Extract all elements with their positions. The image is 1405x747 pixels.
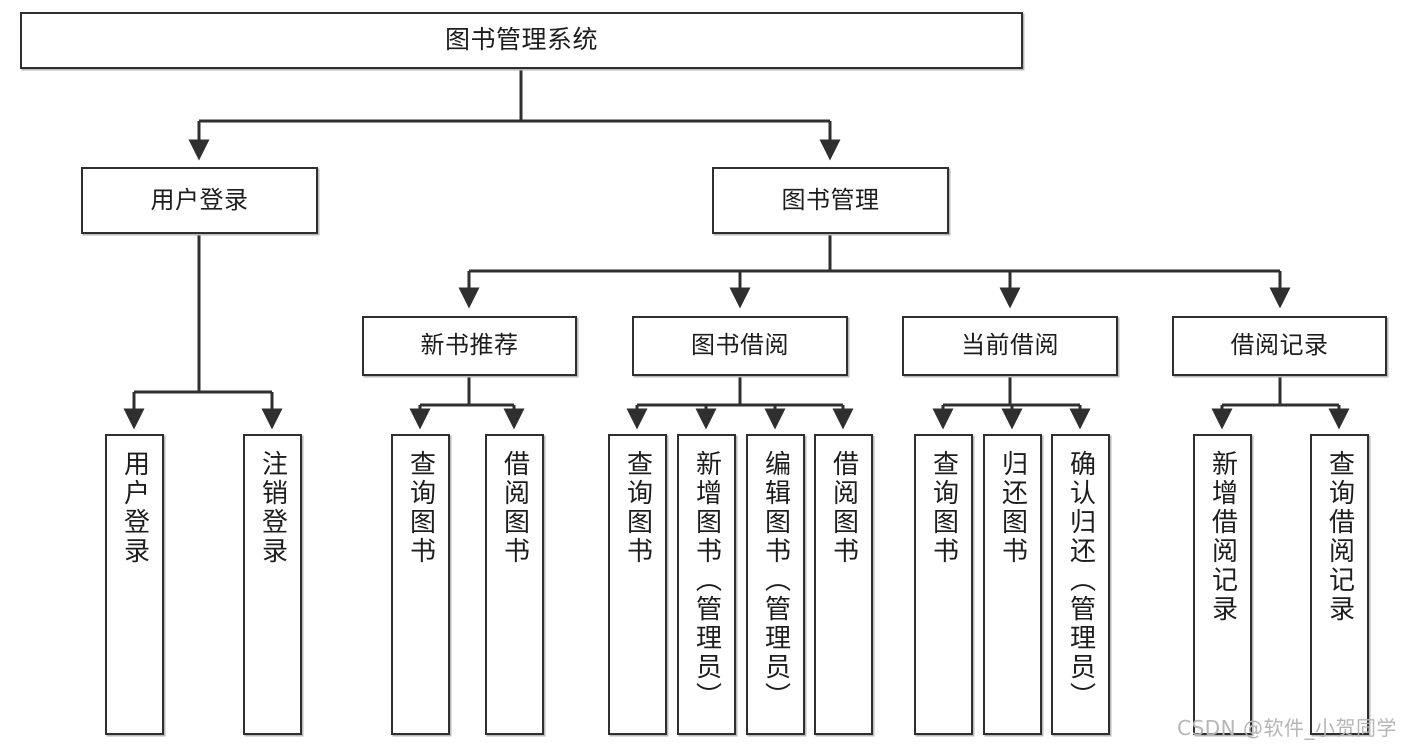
node-label: 图书管理系统 bbox=[444, 25, 598, 55]
node-label: 注销登录 bbox=[257, 450, 288, 566]
watermark-text: CSDN @软件_小贺同学 bbox=[1177, 716, 1397, 740]
node-label: 当前借阅 bbox=[961, 331, 1059, 360]
node-leaf-logout-login[interactable]: 注销登录 bbox=[243, 434, 302, 735]
node-book-borrow[interactable]: 图书借阅 bbox=[632, 316, 848, 376]
node-label: 图书管理 bbox=[781, 185, 880, 214]
node-leaf-return-book[interactable]: 归还图书 bbox=[983, 434, 1042, 735]
node-label: 查询图书 bbox=[928, 450, 959, 566]
node-leaf-add-book[interactable]: 新增图书（管理员） bbox=[677, 434, 736, 735]
node-label: 查询借阅记录 bbox=[1324, 450, 1355, 624]
node-label: 编辑图书（管理员） bbox=[760, 450, 791, 711]
node-label: 归还图书 bbox=[997, 450, 1028, 566]
node-label: 查询图书 bbox=[405, 450, 436, 566]
node-leaf-query-book-3[interactable]: 查询图书 bbox=[914, 434, 973, 735]
node-label: 新书推荐 bbox=[420, 331, 519, 360]
node-label: 新增借阅记录 bbox=[1207, 450, 1238, 624]
node-label: 新增图书（管理员） bbox=[691, 450, 722, 711]
node-leaf-user-login[interactable]: 用户登录 bbox=[105, 434, 164, 735]
node-label: 借阅图书 bbox=[499, 450, 530, 566]
node-leaf-confirm-return[interactable]: 确认归还（管理员） bbox=[1051, 434, 1110, 735]
node-leaf-query-record[interactable]: 查询借阅记录 bbox=[1310, 434, 1369, 735]
node-leaf-query-book-1[interactable]: 查询图书 bbox=[391, 434, 450, 735]
node-label: 确认归还（管理员） bbox=[1065, 450, 1096, 711]
node-user-login[interactable]: 用户登录 bbox=[81, 167, 318, 234]
node-root-system[interactable]: 图书管理系统 bbox=[20, 12, 1023, 69]
node-book-manage[interactable]: 图书管理 bbox=[712, 167, 949, 234]
node-leaf-borrow-book-2[interactable]: 借阅图书 bbox=[814, 434, 873, 735]
node-leaf-borrow-book-1[interactable]: 借阅图书 bbox=[485, 434, 544, 735]
node-label: 借阅记录 bbox=[1230, 331, 1329, 360]
node-label: 用户登录 bbox=[150, 185, 249, 214]
node-new-book-recommend[interactable]: 新书推荐 bbox=[362, 316, 577, 376]
node-current-borrow[interactable]: 当前借阅 bbox=[902, 316, 1118, 376]
node-leaf-add-record[interactable]: 新增借阅记录 bbox=[1193, 434, 1252, 735]
node-borrow-record[interactable]: 借阅记录 bbox=[1172, 316, 1387, 376]
node-leaf-query-book-2[interactable]: 查询图书 bbox=[608, 434, 667, 735]
node-label: 用户登录 bbox=[119, 450, 150, 566]
node-label: 查询图书 bbox=[622, 450, 653, 566]
node-leaf-edit-book[interactable]: 编辑图书（管理员） bbox=[746, 434, 805, 735]
node-label: 图书借阅 bbox=[691, 331, 789, 360]
node-label: 借阅图书 bbox=[828, 450, 859, 566]
